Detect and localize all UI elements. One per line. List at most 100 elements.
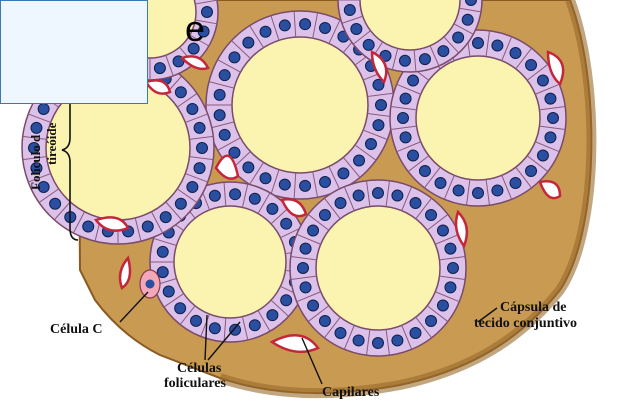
nucleus bbox=[344, 5, 355, 16]
nucleus bbox=[229, 52, 240, 63]
nucleus bbox=[319, 209, 330, 220]
nucleus bbox=[400, 132, 411, 143]
nucleus bbox=[308, 300, 319, 311]
nucleus bbox=[445, 282, 456, 293]
nucleus bbox=[214, 110, 225, 121]
nucleus bbox=[320, 22, 331, 33]
nucleus bbox=[435, 177, 446, 188]
nucleus bbox=[437, 300, 448, 311]
nucleus bbox=[437, 225, 448, 236]
nucleus bbox=[83, 221, 94, 232]
nucleus bbox=[249, 193, 260, 204]
nucleus bbox=[392, 335, 403, 346]
nucleus bbox=[300, 19, 311, 30]
follicle-label-line1: Folículo d bbox=[28, 135, 44, 190]
c-cell-nucleus bbox=[146, 280, 155, 289]
nucleus bbox=[187, 182, 198, 193]
nucleus bbox=[214, 89, 225, 100]
follicle-label-line2: tireóide bbox=[44, 123, 60, 165]
nucleus bbox=[279, 179, 290, 190]
nucleus bbox=[492, 40, 503, 51]
nucleus bbox=[279, 20, 290, 31]
nucleus bbox=[194, 163, 205, 174]
nucleus bbox=[473, 38, 484, 49]
nucleus bbox=[545, 93, 556, 104]
nucleus bbox=[448, 263, 459, 274]
colloid bbox=[416, 56, 540, 180]
nucleus bbox=[351, 24, 362, 35]
nucleus bbox=[537, 150, 548, 161]
nucleus bbox=[419, 166, 430, 177]
nucleus bbox=[473, 188, 484, 199]
nucleus bbox=[175, 198, 186, 209]
nucleus bbox=[160, 212, 171, 223]
nucleus bbox=[537, 75, 548, 86]
nucleus bbox=[300, 180, 311, 191]
nucleus bbox=[399, 55, 410, 66]
nucleus bbox=[320, 177, 331, 188]
nucleus bbox=[260, 26, 271, 37]
nucleus bbox=[163, 286, 174, 297]
nucleus bbox=[157, 246, 168, 257]
nucleus bbox=[400, 93, 411, 104]
nucleus bbox=[281, 218, 292, 229]
follicular-cells-label-line1: Células bbox=[177, 361, 221, 377]
c-cell-label: Célula C bbox=[50, 322, 103, 338]
nucleus bbox=[408, 150, 419, 161]
nucleus bbox=[260, 173, 271, 184]
nucleus bbox=[410, 327, 421, 338]
nucleus bbox=[281, 295, 292, 306]
nucleus bbox=[545, 132, 556, 143]
nucleus bbox=[462, 14, 473, 25]
nucleus bbox=[338, 168, 349, 179]
nucleus bbox=[219, 129, 230, 140]
callout-box bbox=[0, 0, 148, 104]
nucleus bbox=[426, 316, 437, 327]
nucleus bbox=[526, 166, 537, 177]
nucleus bbox=[319, 316, 330, 327]
nucleus bbox=[243, 37, 254, 48]
nucleus bbox=[197, 143, 208, 154]
capillaries-label: Capilares bbox=[322, 385, 379, 401]
nucleus bbox=[363, 39, 374, 50]
nucleus bbox=[419, 54, 430, 65]
callout-text: e bbox=[185, 8, 205, 50]
nucleus bbox=[267, 310, 278, 321]
nucleus bbox=[38, 103, 49, 114]
nucleus bbox=[408, 75, 419, 86]
nucleus bbox=[438, 46, 449, 57]
nucleus bbox=[187, 103, 198, 114]
nucleus bbox=[300, 243, 311, 254]
nucleus bbox=[453, 185, 464, 196]
nucleus bbox=[365, 139, 376, 150]
nucleus bbox=[267, 203, 278, 214]
nucleus bbox=[300, 282, 311, 293]
nucleus bbox=[335, 198, 346, 209]
nucleus bbox=[191, 315, 202, 326]
nucleus bbox=[209, 190, 220, 201]
nucleus bbox=[373, 338, 384, 349]
nucleus bbox=[335, 327, 346, 338]
nucleus bbox=[376, 100, 387, 111]
nucleus bbox=[492, 185, 503, 196]
colloid bbox=[232, 37, 368, 173]
nucleus bbox=[308, 225, 319, 236]
nucleus bbox=[548, 113, 559, 124]
nucleus bbox=[453, 32, 464, 43]
nucleus bbox=[510, 48, 521, 59]
nucleus bbox=[510, 177, 521, 188]
capsule-label-line1: Cápsula de bbox=[500, 300, 567, 316]
nucleus bbox=[398, 113, 409, 124]
nucleus bbox=[298, 263, 309, 274]
nucleus bbox=[353, 190, 364, 201]
nucleus bbox=[373, 188, 384, 199]
nucleus bbox=[354, 155, 365, 166]
nucleus bbox=[154, 63, 165, 74]
nucleus bbox=[445, 243, 456, 254]
nucleus bbox=[194, 122, 205, 133]
nucleus bbox=[353, 335, 364, 346]
follicular-cells-label-line2: foliculares bbox=[164, 376, 226, 392]
capsule-label-line2: tecido conjuntivo bbox=[474, 316, 577, 332]
nucleus bbox=[373, 120, 384, 131]
nucleus bbox=[142, 221, 153, 232]
